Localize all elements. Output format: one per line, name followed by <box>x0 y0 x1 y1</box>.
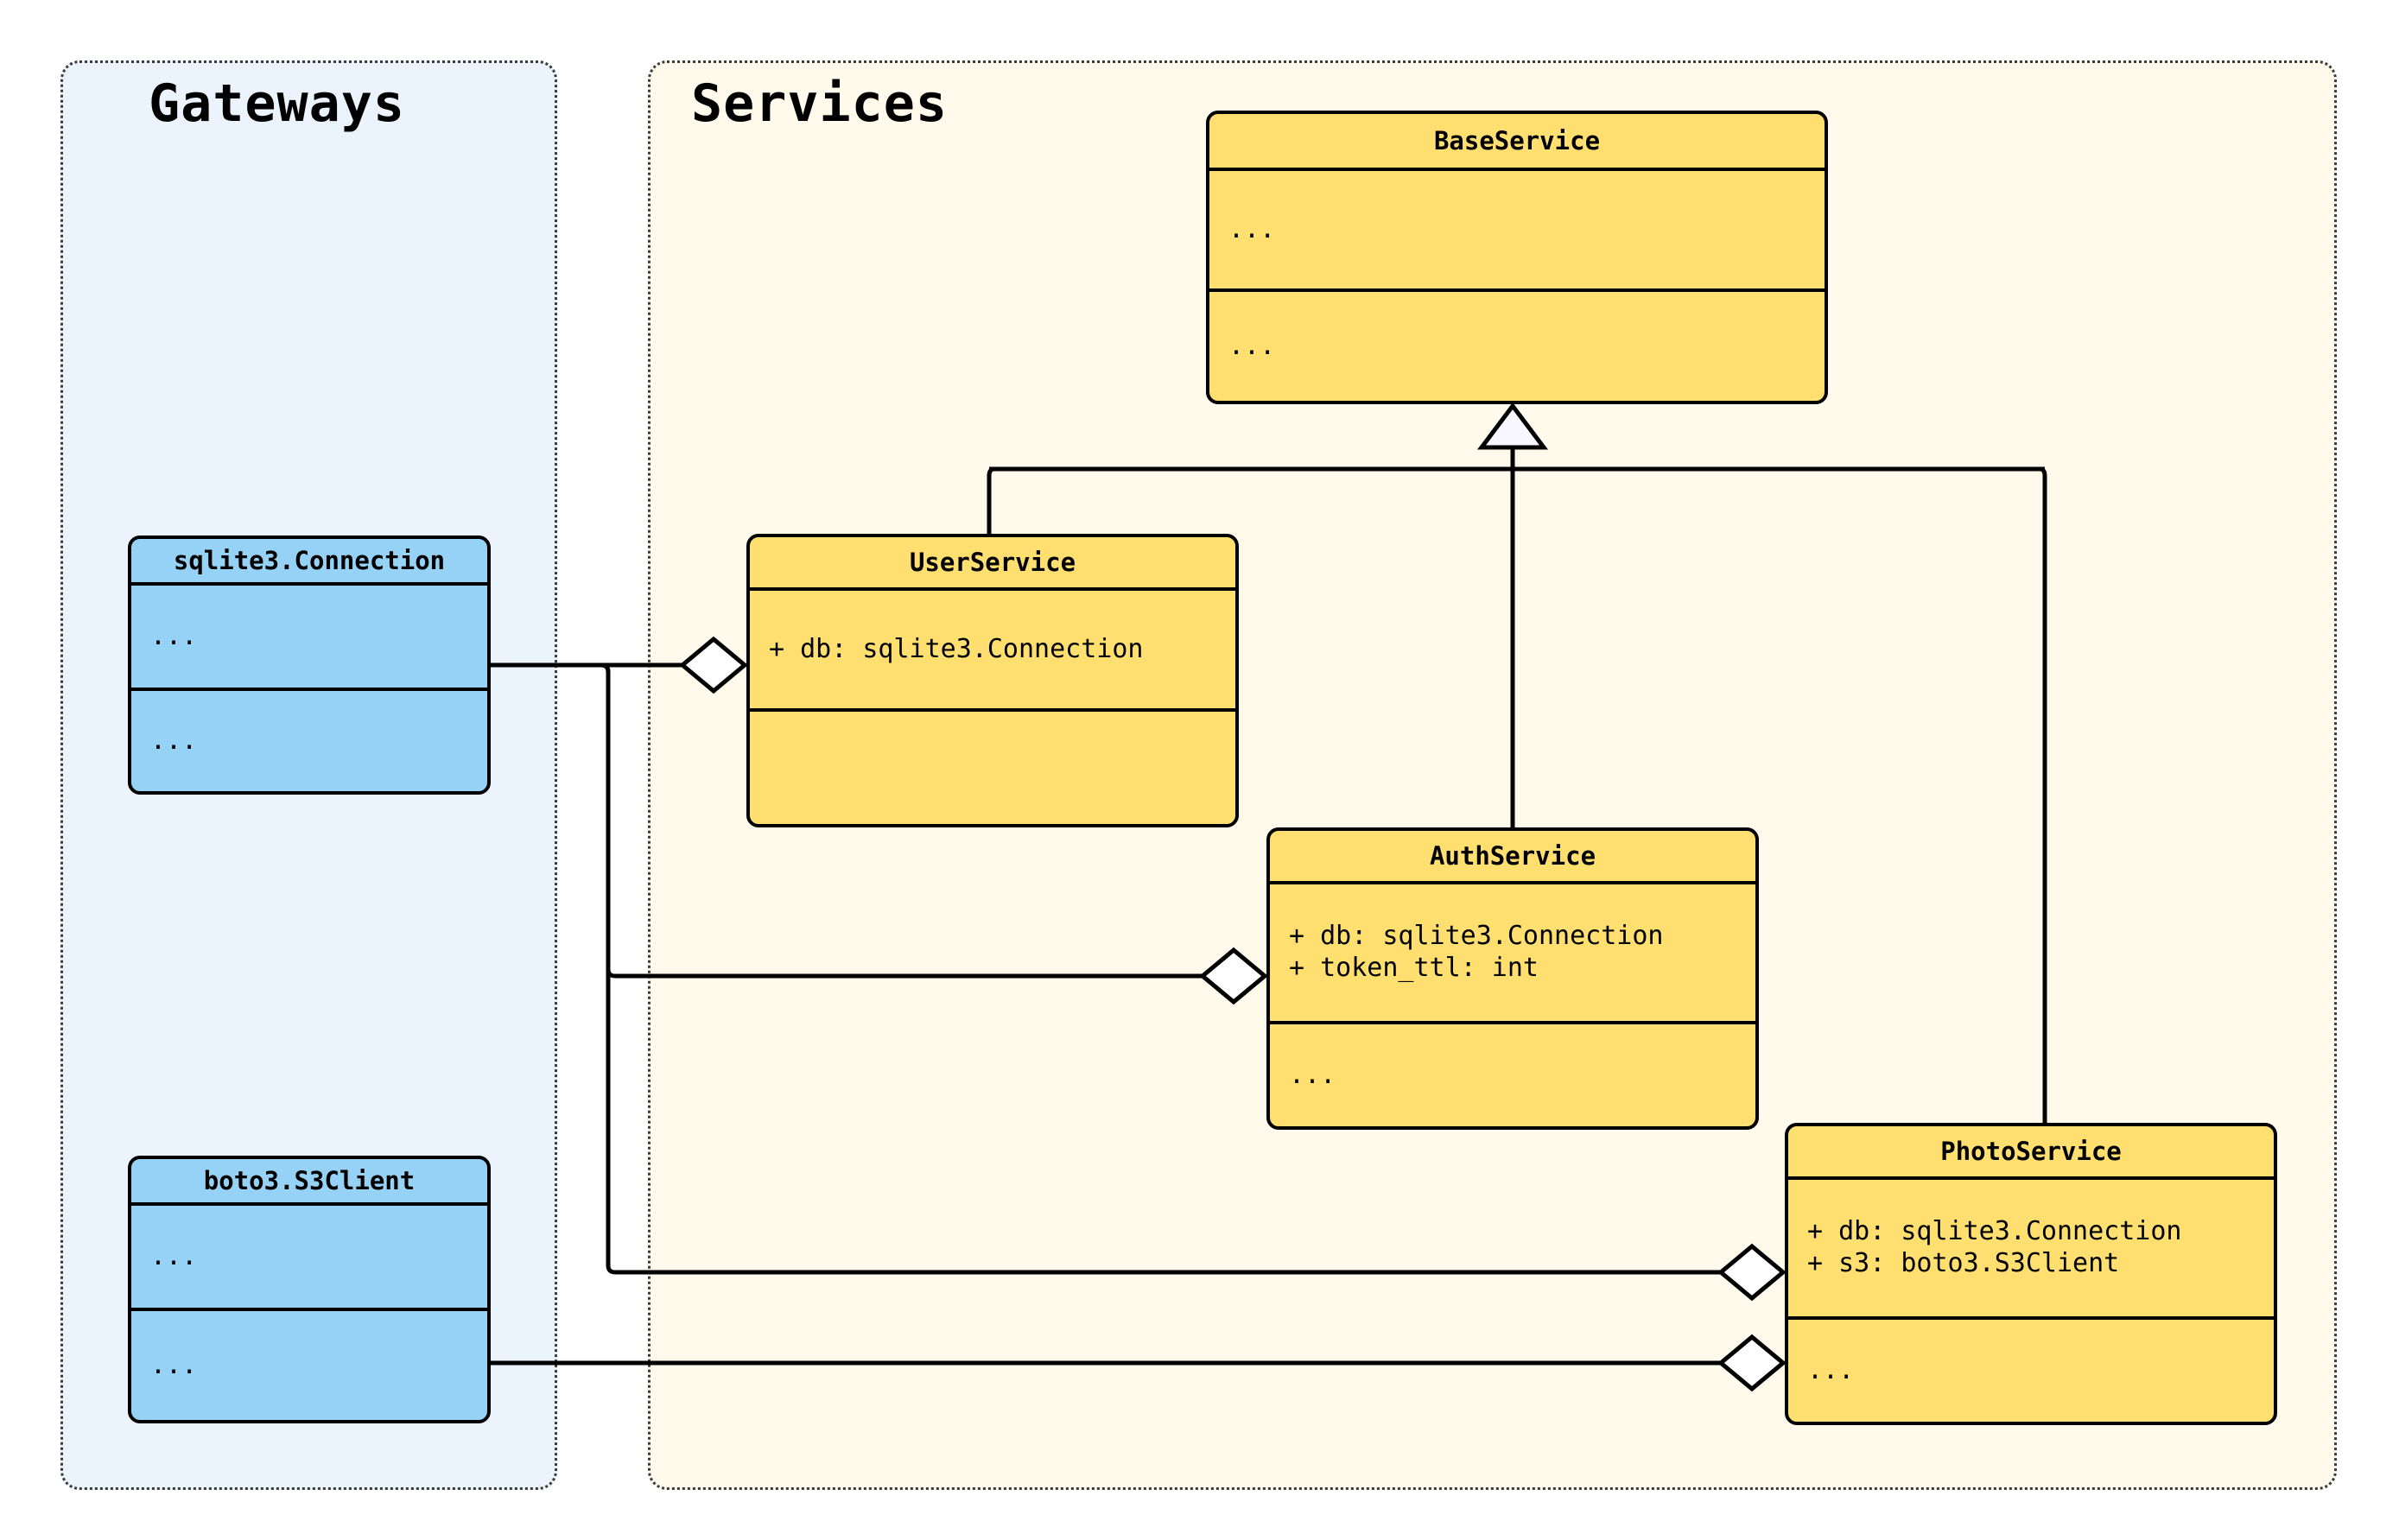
class-name-photoservice: PhotoService <box>1788 1126 2274 1180</box>
class-methods-authservice: ... <box>1270 1021 1755 1126</box>
class-name-boto3-s3client: boto3.S3Client <box>131 1159 487 1206</box>
class-box-baseservice[interactable]: BaseService ... ... <box>1206 111 1828 404</box>
class-name-sqlite3-connection: sqlite3.Connection <box>131 539 487 586</box>
class-attributes-authservice: + db: sqlite3.Connection+ token_ttl: int <box>1270 884 1755 1021</box>
class-name-userservice: UserService <box>750 537 1235 591</box>
attribute-row: + s3: boto3.S3Client <box>1807 1248 2120 1278</box>
class-attributes-photoservice: + db: sqlite3.Connection+ s3: boto3.S3Cl… <box>1788 1180 2274 1316</box>
class-attributes-sqlite3-connection: ... <box>150 620 198 651</box>
attribute-row: + token_ttl: int <box>1289 953 1539 983</box>
class-methods-photoservice: ... <box>1788 1316 2274 1422</box>
class-box-userservice[interactable]: UserService + db: sqlite3.Connection <box>746 534 1239 827</box>
class-box-sqlite3-connection[interactable]: sqlite3.Connection ... ... <box>128 536 491 795</box>
class-attributes-boto3-s3client: ... <box>150 1240 198 1271</box>
attribute-row: + db: sqlite3.Connection <box>1807 1216 2182 1247</box>
class-box-authservice[interactable]: AuthService + db: sqlite3.Connection+ to… <box>1266 827 1759 1130</box>
class-attributes-baseservice: ... <box>1228 213 1276 244</box>
class-methods-sqlite3-connection: ... <box>131 688 487 791</box>
attribute-row: + db: sqlite3.Connection <box>1289 921 1664 952</box>
class-methods-baseservice: ... <box>1209 288 1825 401</box>
package-gateways-title: Gateways <box>149 73 405 134</box>
class-box-boto3-s3client[interactable]: boto3.S3Client ... ... <box>128 1156 491 1423</box>
package-services-title: Services <box>691 73 948 134</box>
class-name-baseservice: BaseService <box>1209 114 1825 171</box>
class-methods-boto3-s3client: ... <box>131 1308 487 1420</box>
class-methods-userservice <box>750 708 1235 824</box>
class-box-photoservice[interactable]: PhotoService + db: sqlite3.Connection+ s… <box>1785 1123 2277 1425</box>
class-attributes-userservice: + db: sqlite3.Connection <box>769 633 1144 664</box>
class-name-authservice: AuthService <box>1270 831 1755 884</box>
